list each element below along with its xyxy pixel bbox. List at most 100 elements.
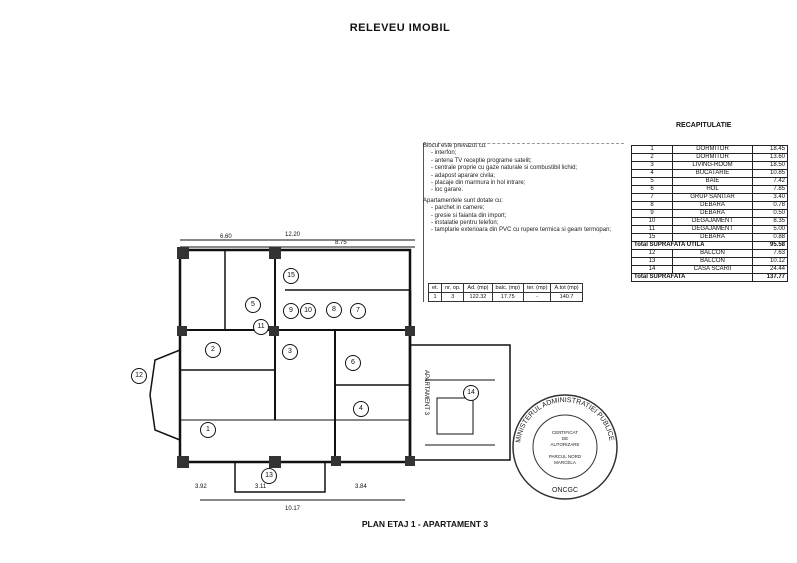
table-cell: BAIE [672,177,753,186]
table-cell: 0.88 [752,233,788,242]
table-cell: BALCON [672,249,753,258]
table-cell: 0.78 [752,201,788,210]
table-cell: DEBARA [672,201,753,210]
list-item: centrale proprie cu gaze naturale si com… [431,165,618,172]
table-cell: 13 [631,257,673,266]
table-cell: 3 [441,292,465,302]
table-cell: 12 [631,249,673,258]
table-cell: 7.85 [752,185,788,194]
table-cell: 24.44 [752,265,788,274]
table-cell: DEBARA [672,209,753,218]
notes-list-2: parchet in camere; gresie si faianta din… [431,205,618,235]
room-number: 3 [282,344,298,360]
stamp-text: CERTIFICAT [552,430,578,435]
table-cell: 3.40 [752,193,788,202]
room-number: 12 [131,368,147,384]
list-item: gresie si faianta din import; [431,213,618,220]
dimension-label: 8.75 [335,240,347,246]
table-cell: DEGAJAMENT [672,217,753,226]
list-item: tamplarie exterioara din PVC cu rupere t… [431,227,618,234]
stamp-text: DE [562,436,568,441]
notes-frame [423,143,624,302]
table-cell: BUCATARIE [672,169,753,178]
notes-heading-2: Apartamentele sunt dotate cu: [423,197,504,204]
table-cell: 95.58 [752,241,788,250]
table-header: ter. (mp) [522,283,552,293]
room-number: 6 [345,355,361,371]
stamp-text: MARCELA [554,460,576,465]
table-cell: LIVING-ROOM [672,161,753,170]
table-cell: - [522,292,552,302]
table-cell: 4 [631,169,673,178]
apartment-stats-table: et. nr. op. Ad. (mp) balc. (mp) ter. (mp… [427,283,583,302]
dimension-label: 10.17 [285,506,301,512]
table-cell: CASA SCARII [672,265,753,274]
table-cell: DORMITOR [672,145,753,154]
stair-core [409,344,511,461]
list-item: interfon; [431,150,618,157]
table-cell: DEBARA [672,233,753,242]
room-number: 7 [350,303,366,319]
table-cell: 0.50 [752,209,788,218]
room-number: 14 [463,385,479,401]
list-item: loc garare. [431,187,618,194]
table-cell: 7 [631,193,673,202]
table-cell: 137.77 [752,273,788,282]
list-item: instalatie pentru telefon; [431,220,618,227]
stamp-text: ONCGC [552,487,578,494]
table-cell: 1 [631,145,673,154]
table-cell: 10 [631,217,673,226]
list-item: antena TV receptie programe satelit; [431,158,618,165]
room-number: 1 [200,422,216,438]
room-number: 4 [353,401,369,417]
table-cell: 7.42 [752,177,788,186]
table-cell: 15 [631,233,673,242]
table-header: A.tot (mp) [550,283,583,293]
list-item: placaje din marmura in hol intrare; [431,180,618,187]
dimension-label: 3.92 [195,484,207,490]
plan-title: PLAN ETAJ 1 - APARTAMENT 3 [361,519,489,529]
table-cell: Total SUPRAFATA [631,273,753,282]
table-cell: DORMITOR [672,153,753,162]
list-item: parchet in camere; [431,205,618,212]
room-number: 8 [326,302,342,318]
room-number: 10 [300,303,316,319]
table-cell: 14 [631,265,673,274]
stair-label: APARTAMENT 3 [423,370,429,416]
table-cell: 9 [631,209,673,218]
table-cell: Total SUPRAFATA UTILA [631,241,753,250]
notes-list-1: interfon; antena TV receptie programe sa… [431,150,618,194]
table-cell: 5.00 [752,225,788,234]
table-cell: 2 [631,153,673,162]
table-row: 1 3 122.32 17.75 - 140.7 [427,292,583,302]
table-cell: BALCON [672,257,753,266]
official-stamp: MINISTERUL ADMINISTRATIEI PUBLICE CERTIF… [512,394,618,500]
dimension-label: 3.84 [355,484,367,490]
table-cell: 13.60 [752,153,788,162]
table-cell: 8 [631,201,673,210]
dimension-label: 3.11 [255,484,267,490]
dimension-label: 12.20 [285,232,301,238]
floor-plan: 6.60 12.20 8.75 3.92 3.11 3.84 10.17 APA… [149,232,511,512]
table-cell: 5 [631,177,673,186]
table-cell: 11 [631,225,673,234]
room-number: 2 [205,342,221,358]
stamp-text: AUTORIZARE [551,442,580,447]
notes-block: Blocul este prevazut cu: interfon; anten… [423,143,618,298]
table-cell: 10.12 [752,257,788,266]
stamp-text: PARCUL NORD [549,454,582,459]
